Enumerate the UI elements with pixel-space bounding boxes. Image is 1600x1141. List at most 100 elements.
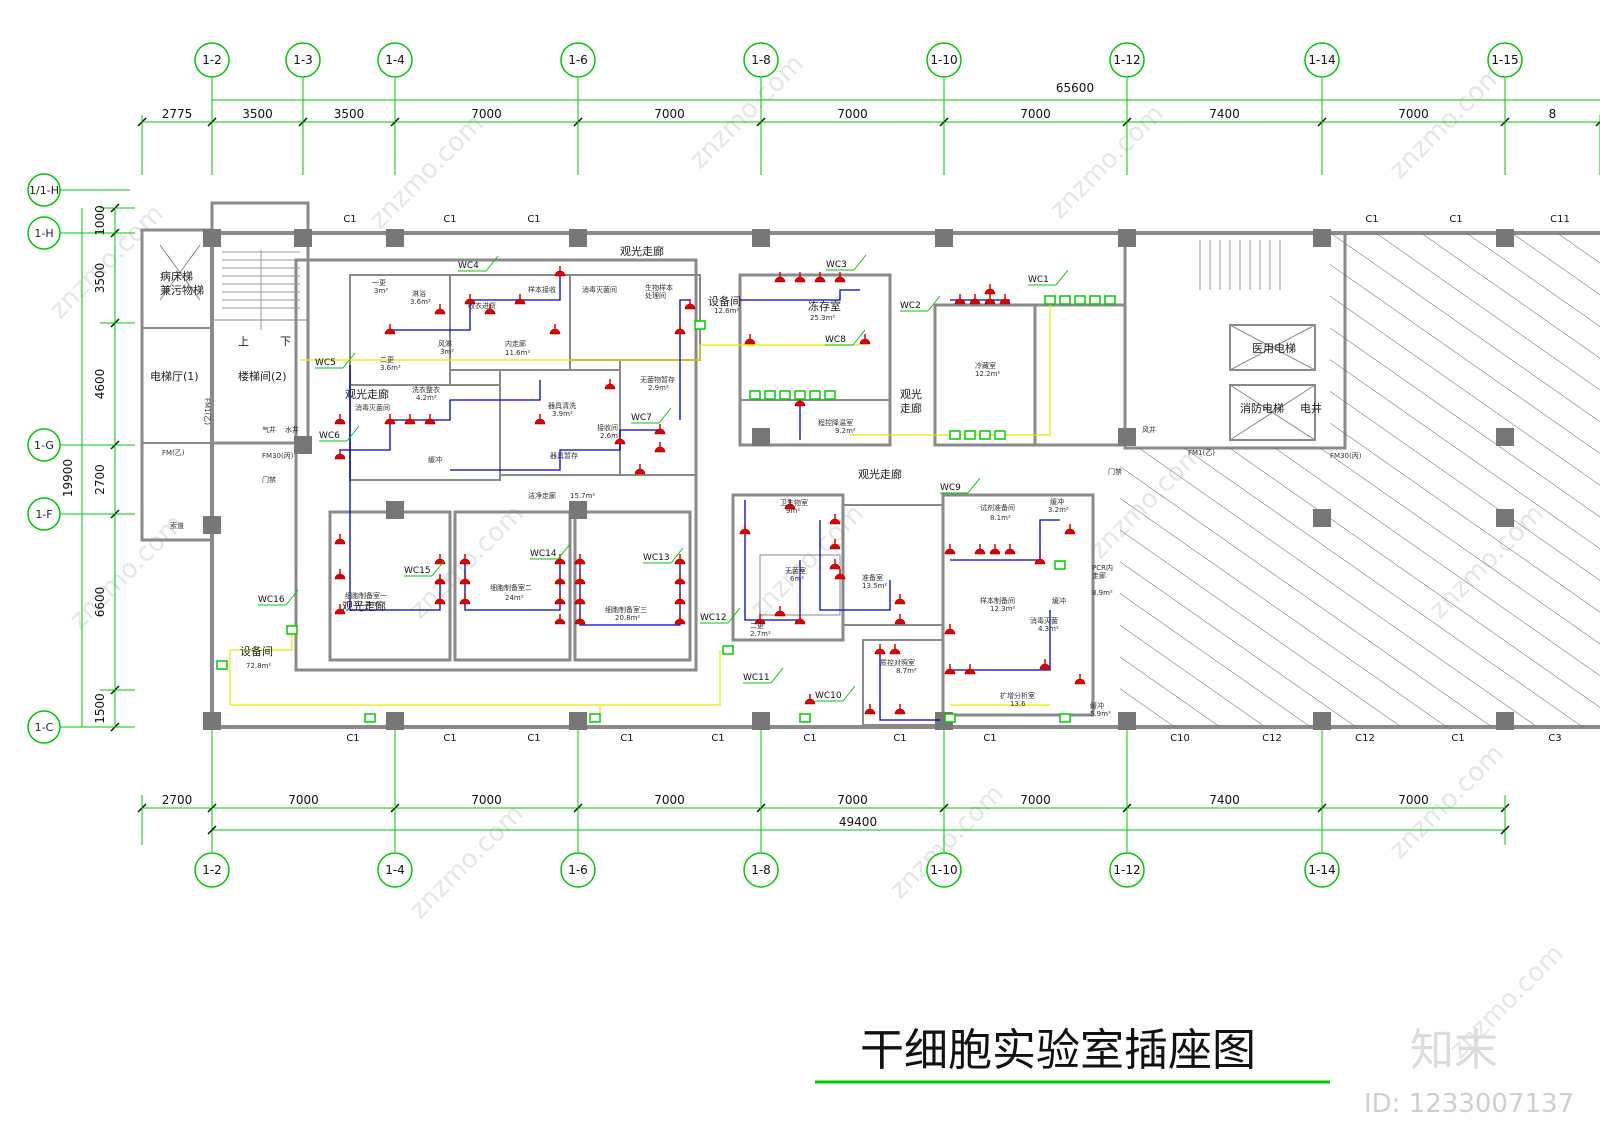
room-label: 缓冲 — [1050, 497, 1064, 506]
room-label: 冻存室 — [808, 299, 841, 313]
grid-label: 1-10 — [930, 53, 957, 67]
room-label: 无菌室 — [785, 566, 806, 575]
room-label: 器具清洗 — [548, 401, 576, 410]
grid-bubble — [743, 42, 779, 78]
dim-value: 7000 — [1020, 107, 1051, 121]
outlet-box — [589, 713, 601, 723]
room-label: 设备间 — [240, 644, 273, 658]
room-area: 9m² — [786, 507, 800, 515]
grid-bubble — [377, 42, 413, 78]
socket-symbol — [484, 308, 496, 315]
grid-label: 1-2 — [202, 863, 222, 877]
room-label: 观光走廊 — [858, 467, 902, 481]
grid-bubble — [27, 497, 61, 531]
socket-symbol — [754, 618, 766, 625]
grid-label: 1-2 — [202, 53, 222, 67]
grid-bubble — [285, 42, 321, 78]
room-label: 消防电梯 — [1240, 401, 1284, 415]
socket-symbol — [784, 503, 796, 510]
room-label: 电井 — [1300, 401, 1322, 415]
socket-symbol — [334, 418, 346, 425]
circuit-label: WC10 — [815, 691, 842, 701]
room-area: 12.3m² — [990, 605, 1015, 613]
room-area: 11.6m² — [505, 349, 530, 357]
socket-symbol — [459, 578, 471, 585]
grid-bubble — [1109, 42, 1145, 78]
room-label: 观光走廊 — [342, 599, 386, 613]
dim-value: 1500 — [93, 693, 107, 724]
dim-value: 7000 — [837, 793, 868, 807]
room-area: 2.9m² — [648, 384, 669, 392]
grid-bubble — [743, 852, 779, 888]
column — [752, 428, 770, 446]
door-label: FM(乙) — [162, 449, 185, 457]
circuit-label: WC1 — [1028, 275, 1049, 285]
room-label: 索道 — [170, 521, 184, 530]
socket-symbol — [859, 338, 871, 345]
window-label: C10 — [1170, 733, 1190, 744]
grid-bubble — [1304, 42, 1340, 78]
room-label: 消毒灭菌间 — [355, 403, 390, 412]
circuit-label: WC12 — [700, 613, 727, 623]
room-label: 下 — [280, 335, 291, 348]
room-area: 6m² — [790, 575, 804, 583]
room-label: 准备室 — [862, 573, 883, 582]
socket-symbols — [334, 266, 1086, 715]
grid-label: 1-8 — [751, 53, 771, 67]
socket-symbol — [574, 618, 586, 625]
window-label: C1 — [711, 733, 724, 744]
dim-value: 7000 — [288, 793, 319, 807]
socket-symbol — [574, 578, 586, 585]
dim-value: 7000 — [654, 793, 685, 807]
image-id-label: ID: 1233007137 — [1364, 1089, 1574, 1119]
grid-bubble — [1304, 852, 1340, 888]
socket-symbol — [804, 698, 816, 705]
socket-symbol — [984, 288, 996, 295]
window-label: C11 — [1550, 214, 1570, 225]
room-area: 4.2m² — [416, 394, 437, 402]
column — [294, 229, 312, 247]
window-label: C1 — [1451, 733, 1464, 744]
room-area: 12.2m² — [975, 370, 1000, 378]
grid-label: 1-G — [34, 439, 54, 452]
outlet-box — [1074, 295, 1086, 305]
green-outlet-boxes — [216, 295, 1116, 723]
grid-bubble — [27, 216, 61, 250]
room-label: 洗衣整衣 — [412, 385, 440, 394]
dim-value: 3500 — [93, 263, 107, 294]
door-label: FM1(乙) — [1188, 449, 1215, 457]
socket-symbol — [674, 618, 686, 625]
grid-label: 1-4 — [385, 863, 405, 877]
building-walls — [140, 201, 1600, 729]
room-label: 试剂准备间 — [980, 503, 1015, 512]
window-label: C1 — [1449, 214, 1462, 225]
watermark-text: znzmo.com — [404, 799, 530, 925]
socket-symbol — [434, 598, 446, 605]
dim-total-top: 65600 — [1056, 81, 1094, 95]
room-label: 门禁 — [1108, 467, 1122, 476]
socket-symbol — [549, 328, 561, 335]
grid-bubble — [377, 852, 413, 888]
grid-bubble — [560, 42, 596, 78]
room-label: 医用电梯 — [1252, 342, 1296, 355]
room-label: 卫生物室 — [780, 498, 808, 507]
hatched-area-top — [1330, 233, 1600, 448]
yellow-wiring — [229, 300, 1051, 715]
outlet-box — [1044, 295, 1056, 305]
grid-bubble — [926, 42, 962, 78]
room-label: 缓冲 — [1090, 701, 1104, 710]
dim-value: 1000 — [93, 205, 107, 236]
circuit-label: WC15 — [404, 566, 431, 576]
grid-label: 1-F — [35, 508, 52, 521]
circuit-label: WC14 — [530, 549, 557, 559]
socket-symbol — [424, 418, 436, 425]
window-label: C1 — [443, 214, 456, 225]
socket-symbol — [384, 418, 396, 425]
grid-bubble — [27, 428, 61, 462]
room-label: 无菌物暂存 — [640, 375, 675, 384]
socket-symbol — [674, 328, 686, 335]
room-label: 内走廊 — [505, 339, 526, 348]
room-area: 3.2m² — [1048, 506, 1069, 514]
blue-wiring — [340, 270, 1060, 721]
grid-label: 1-10 — [930, 863, 957, 877]
